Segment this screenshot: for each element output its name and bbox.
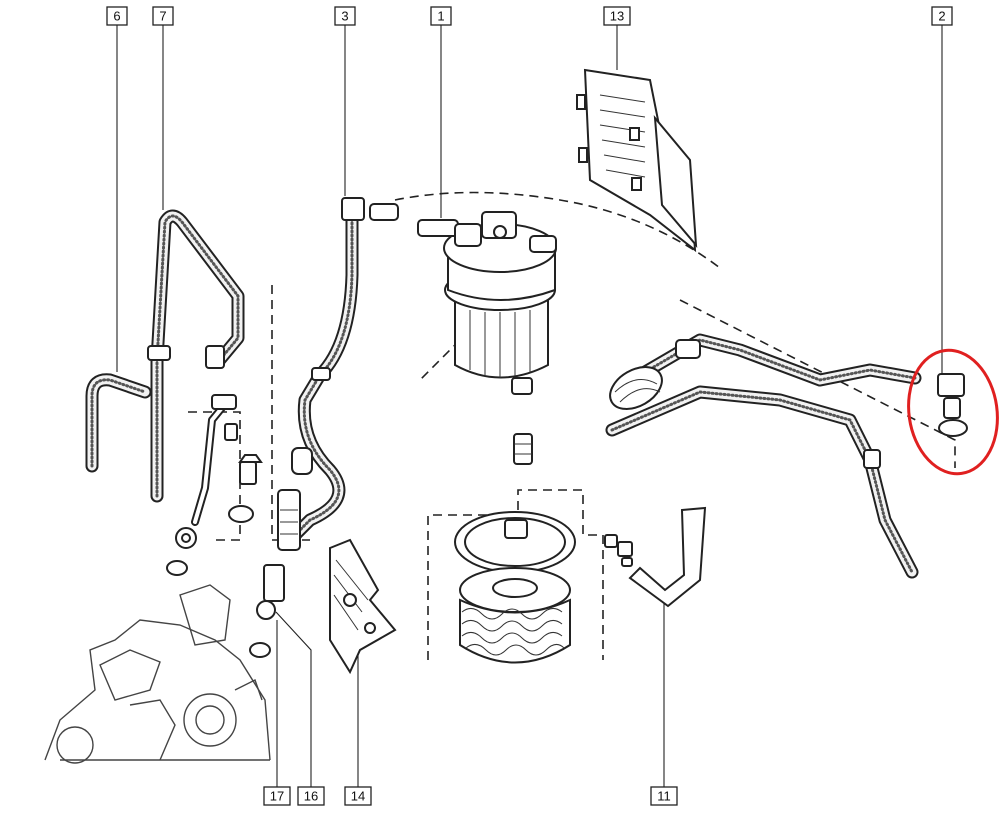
part-11-bracket [604, 506, 707, 608]
dash-arc-top [394, 191, 721, 269]
callout-label: 17 [270, 789, 284, 804]
callout-label: 2 [938, 9, 945, 24]
callout-label: 14 [351, 789, 365, 804]
callout-label: 6 [113, 9, 120, 24]
part-2-hose-assembly [605, 333, 968, 579]
assembly-dashes [188, 191, 956, 660]
callout-2: 2 [931, 6, 953, 26]
callout-16: 16 [297, 786, 325, 806]
dash-filter-left [419, 339, 461, 381]
callout-6: 6 [106, 6, 128, 26]
callout-label: 11 [657, 789, 671, 804]
callout-label: 3 [341, 9, 348, 24]
callout-3: 3 [334, 6, 356, 26]
filter-cartridge [454, 511, 576, 664]
injection-pump-sketch [44, 584, 271, 764]
callout-label: 1 [437, 9, 444, 24]
dash-left-hose [188, 411, 241, 541]
left-pipe-assembly [166, 394, 263, 576]
callout-7: 7 [152, 6, 174, 26]
part-14-bracket [329, 538, 397, 675]
part-6-hose [85, 373, 152, 473]
dash-filter-box [427, 489, 604, 660]
highlight-circle [907, 348, 999, 476]
leader-16 [275, 611, 312, 787]
callout-14: 14 [344, 786, 372, 806]
callout-13: 13 [603, 6, 631, 26]
callout-17: 17 [263, 786, 291, 806]
callout-label: 13 [610, 9, 624, 24]
dash-right [679, 299, 956, 468]
connectors-16-17 [249, 447, 313, 658]
dash-bracket-left [271, 285, 310, 541]
callout-label: 16 [304, 789, 318, 804]
part-1-filter-housing [417, 211, 557, 465]
callout-1: 1 [430, 6, 452, 26]
part-3-hose [283, 197, 399, 547]
part-13-plate [576, 68, 698, 253]
leader-lines [116, 25, 943, 787]
part-7-hose [147, 209, 245, 503]
callout-label: 7 [159, 9, 166, 24]
callout-11: 11 [650, 786, 678, 806]
